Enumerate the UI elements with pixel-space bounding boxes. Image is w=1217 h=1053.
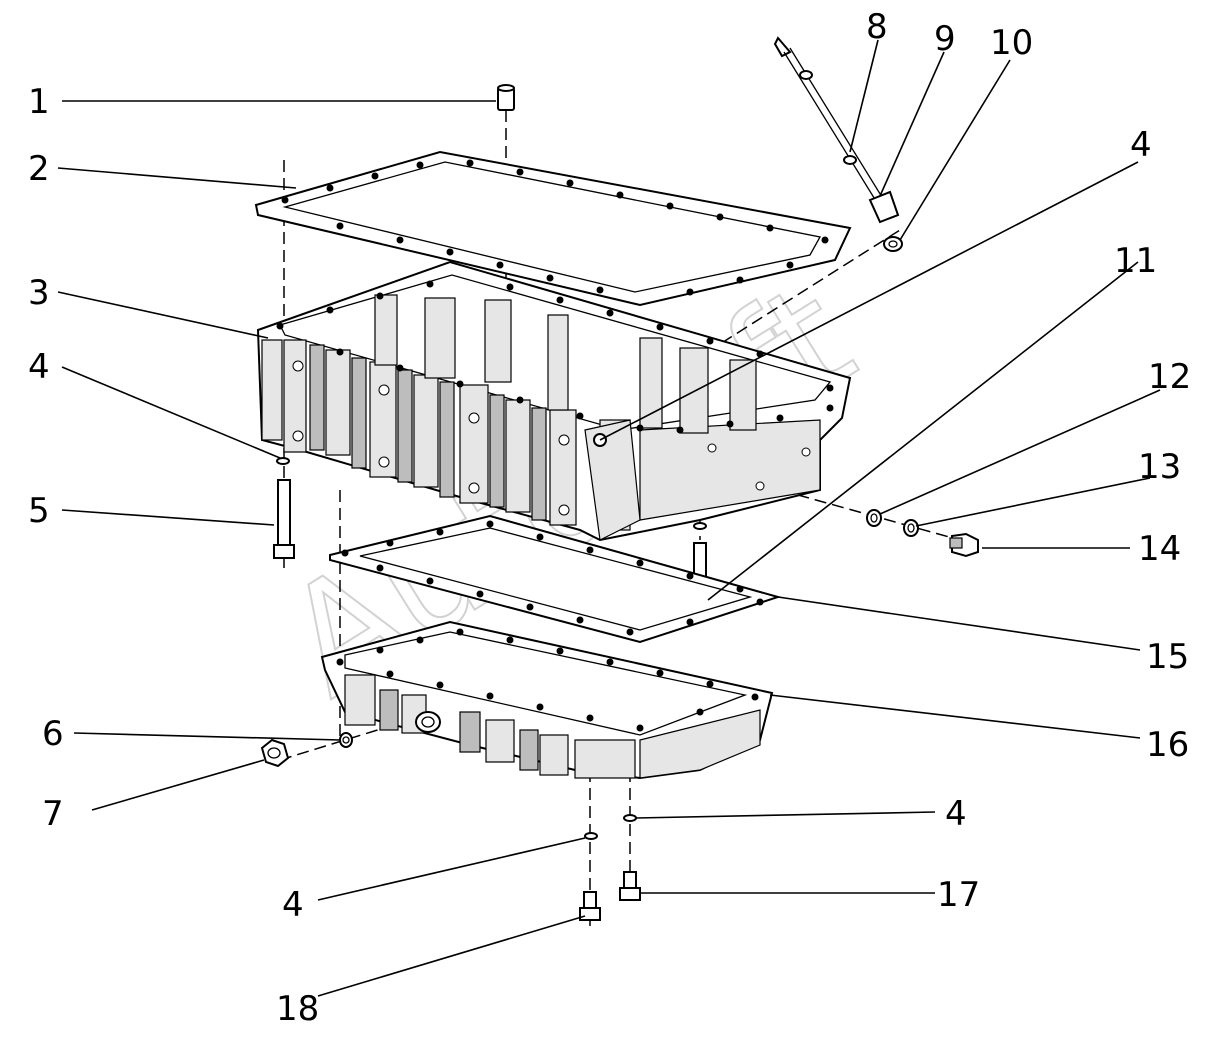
callout-1: 1 <box>28 82 50 122</box>
callout-16: 16 <box>1146 725 1189 765</box>
callout-4d: 4 <box>282 885 304 925</box>
callout-15: 15 <box>1146 637 1189 677</box>
upper-oil-pan <box>256 260 852 542</box>
callout-6: 6 <box>42 714 64 754</box>
callout-12: 12 <box>1148 357 1191 397</box>
lower-oil-pan <box>320 620 774 780</box>
callout-13: 13 <box>1138 447 1181 487</box>
callout-5: 5 <box>28 491 50 531</box>
callouts: 1 2 3 4 4 4 4 5 6 7 8 9 10 11 12 13 14 1… <box>28 7 1191 1029</box>
lower-gasket <box>329 514 782 644</box>
leader-lines <box>57 39 1161 997</box>
dipstick-assembly <box>773 36 903 252</box>
callout-10: 10 <box>990 23 1033 63</box>
callout-9: 9 <box>934 19 956 59</box>
upper-gasket <box>254 150 852 307</box>
callout-4a: 4 <box>1130 125 1152 165</box>
callout-18: 18 <box>276 989 319 1029</box>
callout-7: 7 <box>42 794 64 834</box>
dowel-pin <box>497 84 515 111</box>
callout-2: 2 <box>28 149 50 189</box>
callout-14: 14 <box>1138 529 1181 569</box>
callout-8: 8 <box>866 7 888 47</box>
drain-plug-set <box>866 509 979 558</box>
callout-4c: 4 <box>945 794 967 834</box>
callout-3: 3 <box>28 273 50 313</box>
callout-4b: 4 <box>28 347 50 387</box>
callout-17: 17 <box>937 875 980 915</box>
callout-11: 11 <box>1114 241 1157 281</box>
